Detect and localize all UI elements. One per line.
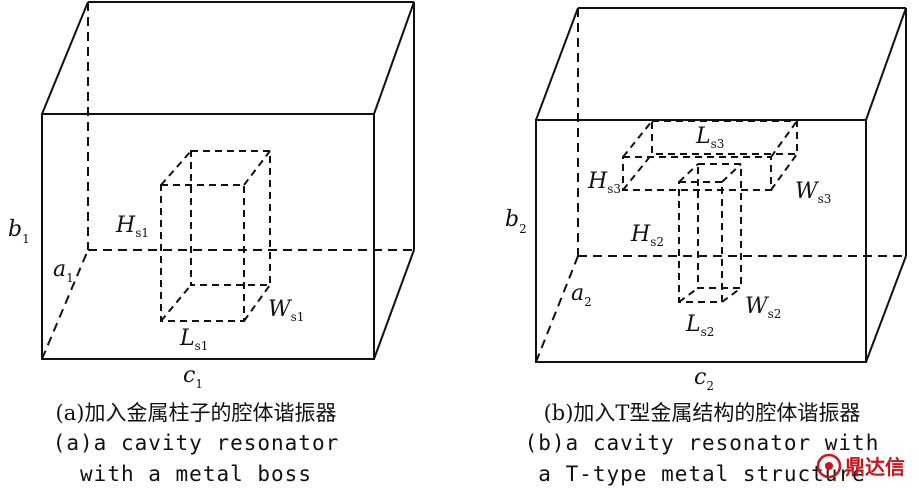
watermark-text: 鼎达信: [845, 455, 905, 479]
label-ws2: Ws2: [745, 294, 781, 321]
figure-b: b2 a2 c2 Hs3 Ls3 Ws3 Hs2 Ls2 Ws2 (b)加入T型…: [505, 7, 907, 486]
label-hs3: Hs3: [587, 169, 621, 196]
label-a2: a2: [571, 281, 592, 309]
label-ls2: Ls2: [685, 312, 714, 339]
caption-b-en-line2: a T-type metal structure: [538, 462, 865, 486]
label-c2: c2: [694, 365, 714, 393]
caption-b-en-line1: (b)a cavity resonator with: [525, 431, 880, 455]
t-structure-top-plate: [622, 120, 798, 191]
caption-a-zh: (a)加入金属柱子的腔体谐振器: [56, 401, 337, 425]
label-b1: b1: [8, 217, 30, 246]
label-hs1: Hs1: [115, 213, 149, 240]
label-c1: c1: [183, 363, 203, 391]
caption-a-en-line2: with a metal boss: [80, 462, 312, 486]
label-ws3: Ws3: [795, 179, 831, 206]
label-a1: a1: [53, 257, 74, 285]
caption-b-zh: (b)加入T型金属结构的腔体谐振器: [544, 401, 861, 425]
label-b2: b2: [505, 207, 527, 236]
caption-a-en-line1: (a)a cavity resonator: [53, 431, 340, 455]
t-structure-stem: [678, 163, 742, 303]
label-ls3: Ls3: [695, 124, 724, 151]
figure-a: b1 a1 c1 Hs1 Ws1 Ls1 (a)加入金属柱子的腔体谐振器 (a)…: [8, 1, 415, 486]
label-ls1: Ls1: [179, 326, 208, 353]
watermark-logo: 鼎达信: [816, 453, 905, 479]
label-ws1: Ws1: [268, 297, 304, 324]
label-hs2: Hs2: [630, 222, 664, 249]
cavity-box-a: [41, 1, 415, 360]
metal-boss: [160, 150, 271, 322]
